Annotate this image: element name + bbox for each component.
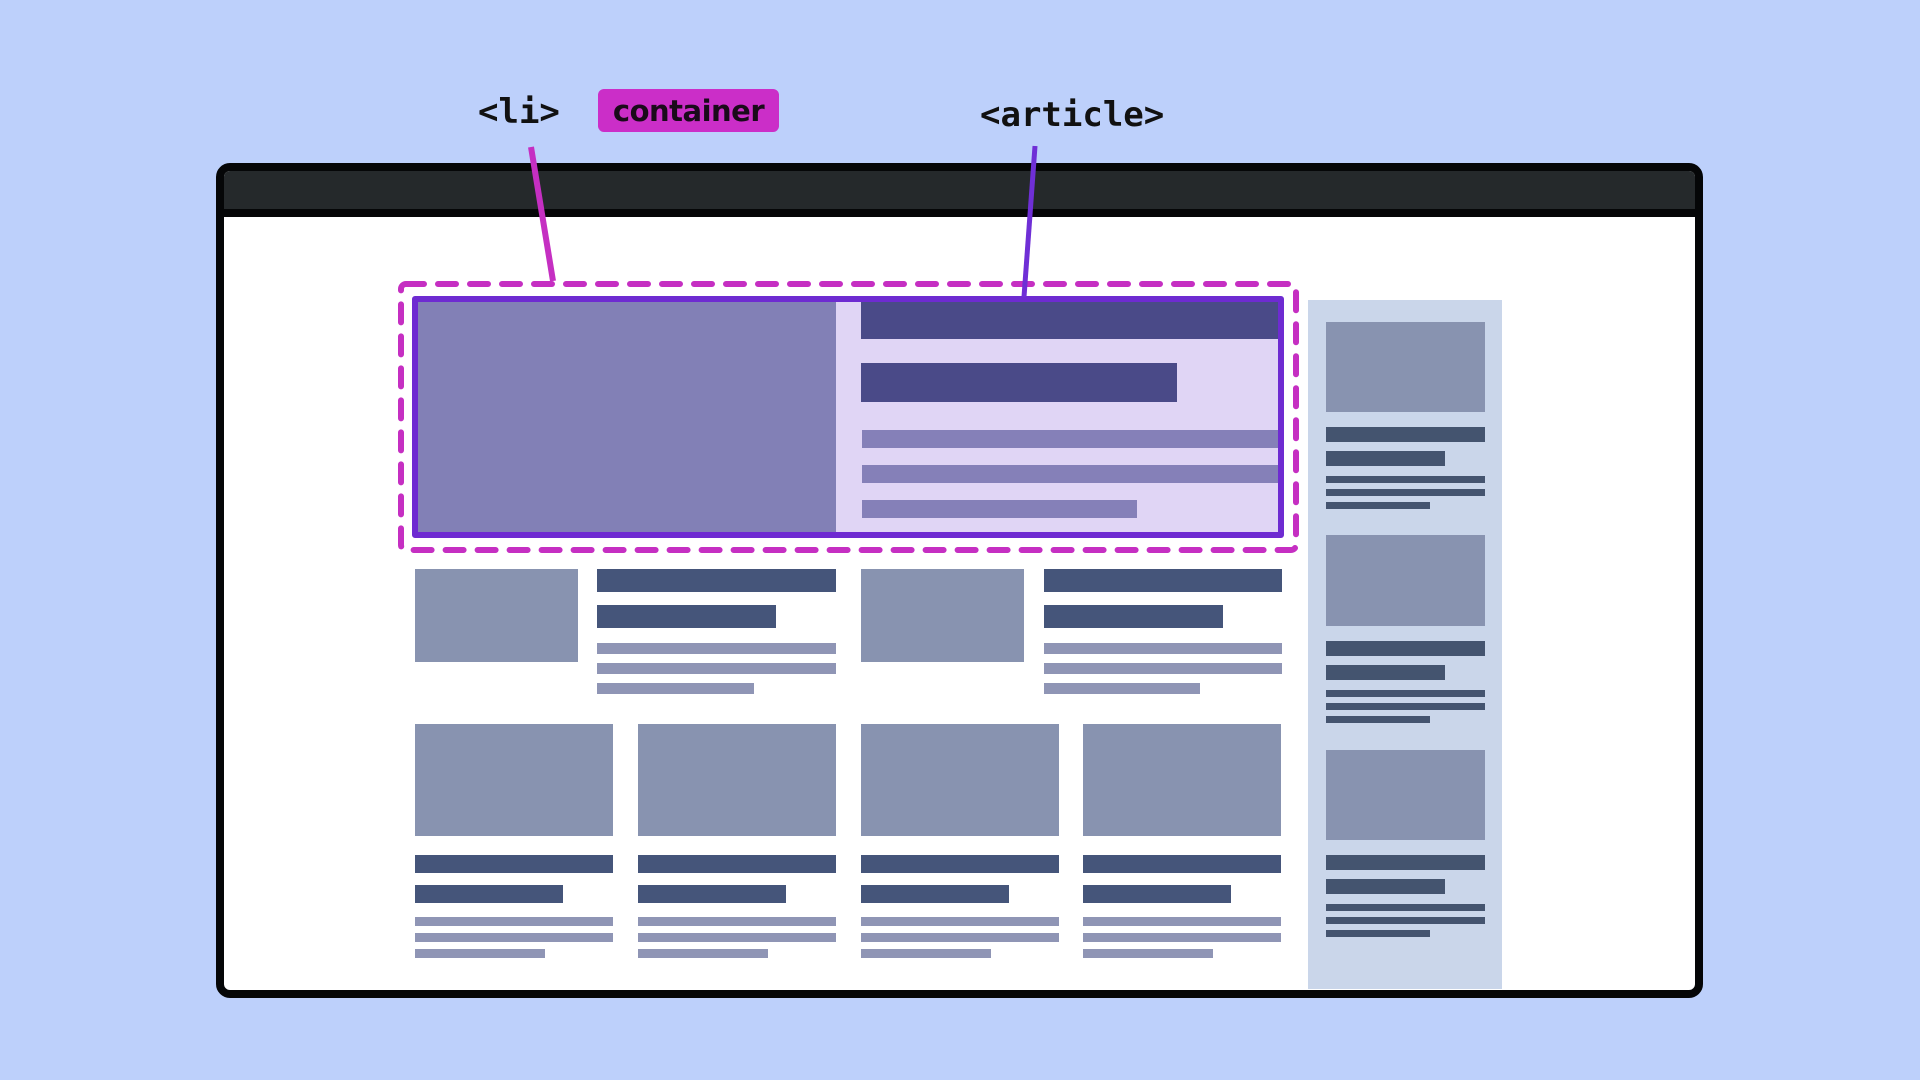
card-heading-line (1083, 885, 1231, 903)
sidebar-text-line (1326, 489, 1485, 496)
sidebar-heading-line (1326, 451, 1445, 466)
card-heading-line (597, 569, 836, 592)
card-heading-line (415, 885, 563, 903)
sidebar-text-line (1326, 690, 1485, 697)
featured-text-line-2 (862, 465, 1278, 483)
featured-article (412, 296, 1284, 538)
card-text-line (415, 933, 613, 942)
sidebar-card-image (1326, 322, 1485, 412)
featured-text-line-3 (862, 500, 1137, 518)
sidebar-text-line (1326, 476, 1485, 483)
card-image (415, 569, 578, 662)
sidebar-text-line (1326, 703, 1485, 710)
sidebar-heading-line (1326, 665, 1445, 680)
featured-heading-line-1 (861, 302, 1278, 339)
card-text-line (638, 917, 836, 926)
card-image (1083, 724, 1281, 836)
card-text-line (1083, 933, 1281, 942)
card-text-line (861, 949, 991, 958)
card-text-line (638, 949, 768, 958)
sidebar-text-line (1326, 930, 1430, 937)
article-label: <article> (980, 95, 1165, 135)
card-heading-line (861, 855, 1059, 873)
card-text-line (1083, 917, 1281, 926)
card-image (638, 724, 836, 836)
container-badge: container (598, 89, 779, 132)
li-container-outline (398, 281, 1299, 553)
card-text-line (1044, 643, 1282, 654)
card-heading-line (1083, 855, 1281, 873)
featured-article-image (418, 302, 836, 532)
card-heading-line (638, 885, 786, 903)
browser-titlebar (224, 171, 1695, 217)
card-text-line (597, 683, 754, 694)
sidebar-card-image (1326, 750, 1485, 840)
card-text-line (415, 949, 545, 958)
card-image (415, 724, 613, 836)
sidebar-heading-line (1326, 855, 1485, 870)
sidebar-text-line (1326, 917, 1485, 924)
card-text-line (861, 933, 1059, 942)
featured-heading-line-2 (861, 363, 1177, 402)
sidebar-heading-line (1326, 879, 1445, 894)
sidebar-text-line (1326, 904, 1485, 911)
sidebar-text-line (1326, 716, 1430, 723)
card-heading-line (597, 605, 776, 628)
article-connector-line (1021, 145, 1038, 298)
sidebar-text-line (1326, 502, 1430, 509)
sidebar-heading-line (1326, 427, 1485, 442)
card-heading-line (1044, 605, 1223, 628)
sidebar-card-image (1326, 535, 1485, 626)
featured-text-line-1 (862, 430, 1278, 448)
li-label: <li> (478, 92, 560, 132)
card-text-line (597, 643, 836, 654)
li-connector-line (528, 146, 556, 282)
card-image (861, 569, 1024, 662)
card-text-line (1083, 949, 1213, 958)
card-text-line (861, 917, 1059, 926)
card-text-line (638, 933, 836, 942)
card-text-line (415, 917, 613, 926)
card-heading-line (638, 855, 836, 873)
card-heading-line (1044, 569, 1282, 592)
card-heading-line (861, 885, 1009, 903)
card-text-line (1044, 683, 1200, 694)
sidebar-heading-line (1326, 641, 1485, 656)
card-image (861, 724, 1059, 836)
card-heading-line (415, 855, 613, 873)
card-text-line (1044, 663, 1282, 674)
card-text-line (597, 663, 836, 674)
